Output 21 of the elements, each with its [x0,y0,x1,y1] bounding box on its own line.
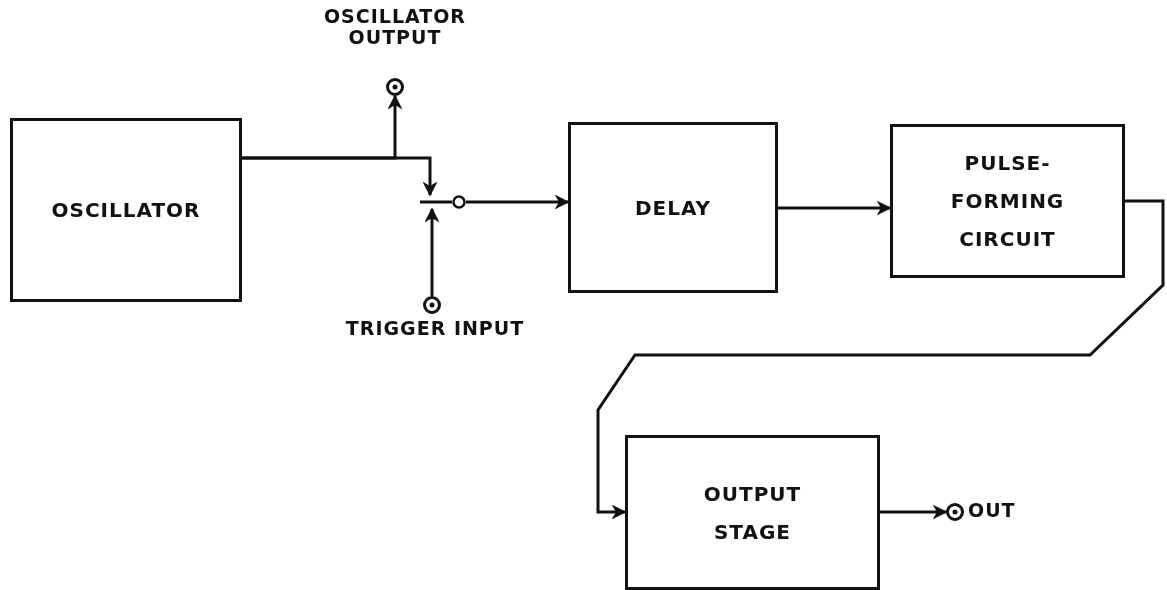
block-label: OSCILLATOR [50,197,202,224]
block-box [10,118,242,302]
jack-socket [946,503,964,521]
jack-socket [423,296,441,314]
block-box [625,435,880,590]
arrow [242,94,403,160]
arrow [424,207,440,296]
arrow [880,504,948,520]
arrow [778,200,892,216]
jack-label: OSCILLATOR OUTPUT [322,6,467,48]
block-label: DELAY [633,194,713,222]
jack-socket [386,78,404,96]
jack-label: TRIGGER INPUT [344,318,526,339]
switch-symbol [418,195,466,209]
block-box [568,122,778,293]
jack-label: OUT [968,500,1017,521]
block-label: OUTPUT STAGE [702,480,803,546]
block-label: PULSE-FORMING CIRCUIT [949,150,1066,253]
arrow [466,194,570,210]
block-box [890,124,1125,278]
arrow [596,199,1165,520]
